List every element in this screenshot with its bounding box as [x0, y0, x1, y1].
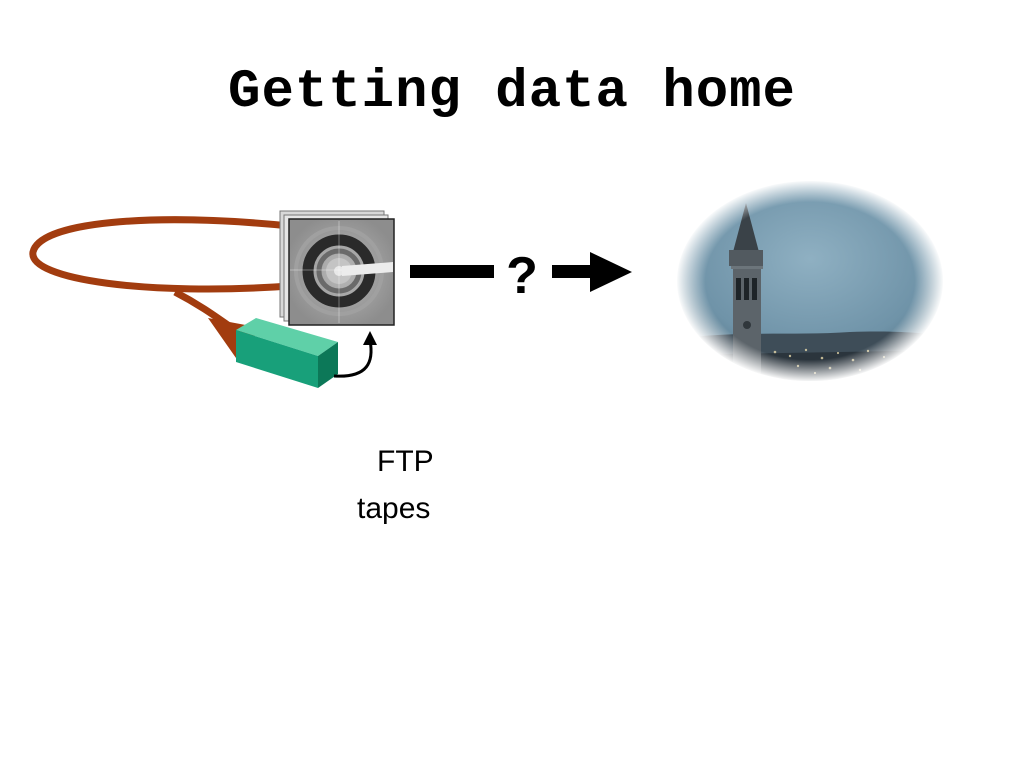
option-ftp: FTP	[377, 445, 434, 478]
tape-arrow-head	[363, 331, 377, 345]
arrow-head	[590, 252, 632, 292]
option-tapes: tapes	[357, 492, 431, 525]
tape-cartridge-icon	[236, 318, 377, 388]
tape-arrow	[333, 339, 373, 378]
campanile-photo-icon	[676, 180, 944, 382]
diffraction-image-icon	[279, 210, 395, 326]
beamstop	[342, 262, 393, 276]
arrow-question-mark: ?	[506, 247, 538, 305]
tape-side	[318, 342, 338, 388]
arrow-shaft-left	[410, 265, 494, 278]
tape-top	[236, 318, 338, 356]
slide-title: Getting data home	[228, 62, 796, 123]
tape-front	[236, 330, 318, 388]
transfer-arrow: ?	[410, 247, 632, 305]
arrow-shaft-right	[552, 265, 592, 278]
cable-loop	[29, 216, 291, 293]
data-transfer-diagram: ?	[29, 180, 944, 388]
